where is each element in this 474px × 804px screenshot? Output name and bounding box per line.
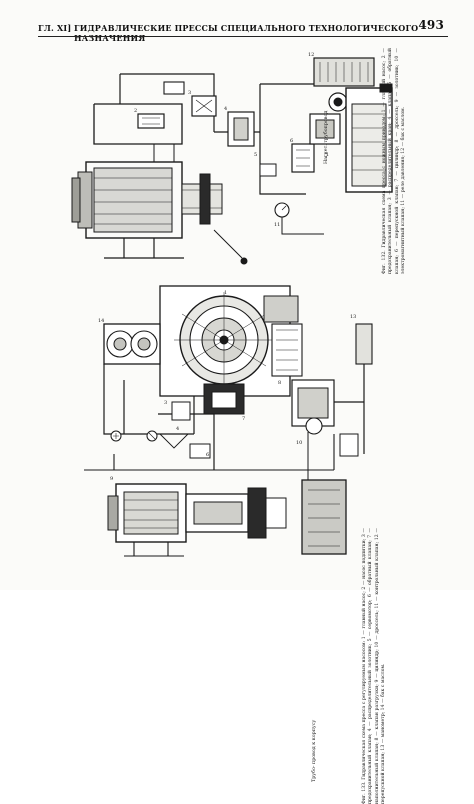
page-number: 493 — [418, 18, 444, 32]
lower-hydraulic-diagram: 14 3 4 6 7 8 10 13 9 1 — [84, 285, 373, 557]
upper-pipe-label: Нагнет. трубопровод — [324, 110, 329, 164]
svg-text:3: 3 — [164, 400, 167, 406]
oil-tank — [345, 83, 393, 193]
lower-figure-caption: Фиг. 133. Гидравлическая схема пресса с … — [362, 528, 388, 804]
header-rule — [38, 36, 448, 37]
svg-text:5: 5 — [254, 152, 257, 158]
lower-pipe-label: Трубо- провод к корпусу — [312, 719, 317, 782]
lower-caption-text: Фиг. 133. Гидравлическая схема пресса с … — [362, 528, 387, 804]
lower-figure: 14 3 4 6 7 8 10 13 9 1 Фиг. 133. Гидравл… — [64, 284, 410, 804]
press-cylinder — [71, 161, 223, 239]
svg-text:6: 6 — [290, 138, 293, 144]
svg-text:4: 4 — [224, 106, 227, 112]
running-title: ГИДРАВЛИЧЕСКИЕ ПРЕССЫ СПЕЦИАЛЬНОГО ТЕХНО… — [74, 23, 419, 43]
svg-text:12: 12 — [308, 52, 314, 58]
svg-text:11: 11 — [274, 222, 280, 228]
svg-text:1: 1 — [224, 290, 227, 296]
valve-blocks — [137, 81, 315, 177]
svg-text:10: 10 — [296, 440, 302, 446]
right-mount — [291, 323, 373, 484]
upper-hydraulic-diagram: 2 3 4 5 6 12 1 11 — [71, 52, 393, 265]
svg-text:8: 8 — [278, 380, 281, 386]
upper-figure: 2 3 4 5 6 12 1 11 Фиг. 132. Гидравлическ… — [64, 44, 410, 278]
figure-area: 2 3 4 5 6 12 1 11 Фиг. 132. Гидравлическ… — [64, 44, 410, 804]
svg-text:14: 14 — [98, 318, 104, 324]
upper-caption-text: Фиг. 132. Гидравлическая схема пресса с … — [382, 48, 407, 274]
running-head: ГЛ. XI] ГИДРАВЛИЧЕСКИЕ ПРЕССЫ СПЕЦИАЛЬНО… — [38, 18, 448, 43]
pump-mechanism — [159, 285, 303, 415]
svg-text:3: 3 — [188, 90, 191, 96]
upper-figure-caption: Фиг. 132. Гидравлическая схема пресса с … — [382, 48, 408, 274]
svg-text:2: 2 — [134, 108, 137, 114]
lower-cylinder — [107, 483, 287, 543]
svg-text:1: 1 — [326, 152, 329, 158]
svg-text:7: 7 — [242, 416, 245, 422]
svg-text:6: 6 — [206, 452, 209, 458]
svg-text:4: 4 — [176, 426, 179, 432]
flow-controls — [110, 430, 158, 442]
svg-text:13: 13 — [350, 314, 356, 320]
twin-filters — [103, 323, 161, 365]
book-page: ГЛ. XI] ГИДРАВЛИЧЕСКИЕ ПРЕССЫ СПЕЦИАЛЬНО… — [38, 18, 448, 804]
chapter-label: ГЛ. XI] — [38, 23, 72, 33]
svg-text:9: 9 — [110, 476, 113, 482]
